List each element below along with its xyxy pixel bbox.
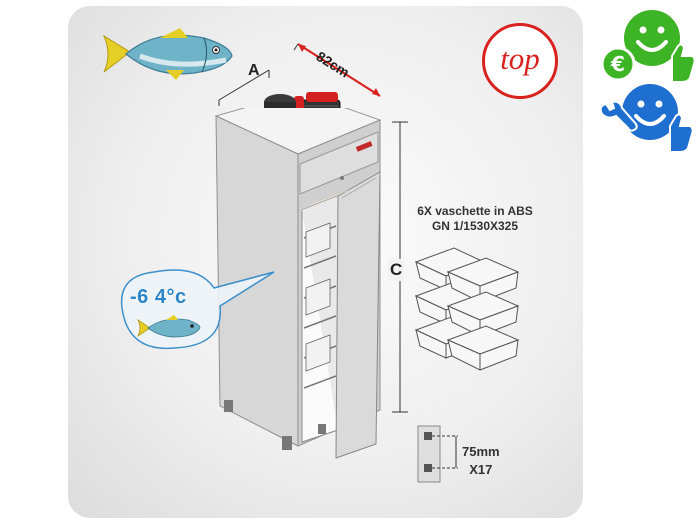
- trays-description: 6X vaschette in ABS GN 1/1530X325: [400, 204, 550, 234]
- refrigerator-illustration: [214, 108, 382, 459]
- trays-illustration: [414, 247, 520, 371]
- shelf-spacing: 75mm X17: [462, 443, 500, 479]
- wrench-icon: [599, 100, 638, 132]
- green-smiley-icon: €: [600, 10, 696, 83]
- blue-smiley-icon: [599, 84, 694, 153]
- shelf-spacing-count: X17: [469, 462, 493, 477]
- trays-line-1: 6X vaschette in ABS: [417, 204, 533, 218]
- temperature-range: -6 4°c: [130, 286, 187, 308]
- svg-text:€: €: [610, 52, 625, 76]
- trays-line-2: GN 1/1530X325: [431, 219, 519, 233]
- dimension-a-line: [218, 69, 270, 106]
- thumbs-up-icon-2: [669, 113, 694, 153]
- dimension-a-label: A: [248, 62, 260, 79]
- dimension-c-label: C: [388, 259, 405, 281]
- shelf-rail-icon: [417, 425, 458, 483]
- top-badge: top: [482, 23, 558, 99]
- euro-icon: €: [600, 46, 636, 82]
- fish-icon: [102, 28, 233, 80]
- small-fish-icon: [136, 315, 201, 338]
- thumbs-up-icon: [671, 43, 696, 83]
- shelf-spacing-value: 75mm: [462, 444, 500, 459]
- dimension-width-line: [293, 43, 381, 97]
